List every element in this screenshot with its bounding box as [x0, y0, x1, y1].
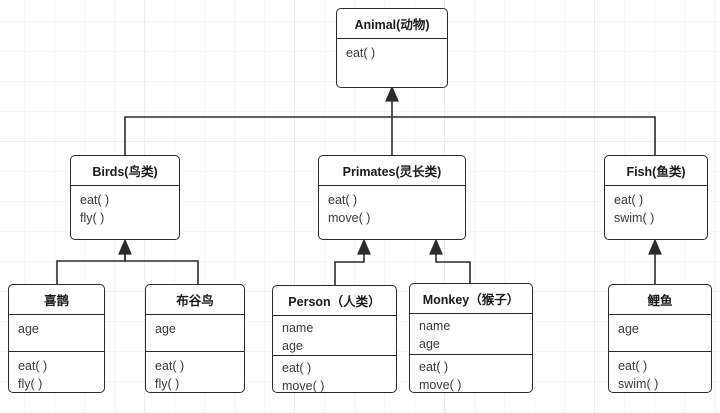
uml-attributes: age [146, 315, 244, 352]
uml-class-animal[interactable]: Animal(动物) eat( ) [336, 8, 448, 88]
edge-fish-to-animal [392, 116, 656, 155]
uml-methods: eat( ) move( ) [419, 360, 462, 392]
uml-class-title: Fish(鱼类) [605, 156, 707, 186]
uml-class-title: Animal(动物) [337, 9, 447, 39]
uml-class-person[interactable]: Person（人类） name age eat( ) move( ) [272, 285, 397, 393]
uml-methods: eat( ) swim( ) [618, 359, 659, 391]
uml-methods: eat( ) fly( ) [18, 359, 48, 391]
uml-class-carp[interactable]: 鲤鱼 age eat( ) swim( ) [608, 284, 712, 393]
uml-attributes: name age [273, 316, 396, 356]
uml-class-birds[interactable]: Birds(鸟类) eat( ) fly( ) [70, 155, 180, 240]
uml-class-cuckoo[interactable]: 布谷鸟 age eat( ) fly( ) [145, 284, 245, 393]
uml-attributes: age [609, 315, 711, 352]
uml-methods: eat( ) fly( ) [80, 193, 110, 225]
uml-methods: eat( ) move( ) [282, 361, 325, 393]
generalization-arrowhead [385, 85, 399, 102]
uml-class-title: 鲤鱼 [609, 285, 711, 315]
uml-attributes: age [9, 315, 104, 352]
edge-cuckoo-to-birds [124, 253, 199, 284]
uml-class-title: Monkey（猴子） [410, 284, 532, 314]
uml-class-fish[interactable]: Fish(鱼类) eat( ) swim( ) [604, 155, 708, 240]
uml-class-magpie[interactable]: 喜鹊 age eat( ) fly( ) [8, 284, 105, 393]
uml-class-primates[interactable]: Primates(灵长类) eat( ) move( ) [318, 155, 466, 240]
uml-methods: eat( ) swim( ) [614, 193, 655, 225]
uml-class-title: 布谷鸟 [146, 285, 244, 315]
edge-person-to-primates [334, 238, 371, 285]
edge-monkey-to-primates [429, 238, 471, 283]
edge-birds-to-animal [124, 116, 392, 155]
uml-class-title: Birds(鸟类) [71, 156, 179, 186]
uml-attributes: name age [410, 314, 532, 355]
edge-carp-to-fish [648, 238, 662, 284]
uml-class-title: Person（人类） [273, 286, 396, 316]
arrowhead-birds [118, 238, 132, 255]
uml-class-title: Primates(灵长类) [319, 156, 465, 186]
uml-methods: eat( ) fly( ) [155, 359, 185, 391]
edge-primates-to-animal [385, 85, 399, 155]
uml-class-monkey[interactable]: Monkey（猴子） name age eat( ) move( ) [409, 283, 533, 393]
edge-magpie-to-birds [56, 253, 126, 284]
uml-methods: eat( ) [346, 46, 376, 60]
uml-class-title: 喜鹊 [9, 285, 104, 315]
uml-methods: eat( ) move( ) [328, 193, 371, 225]
